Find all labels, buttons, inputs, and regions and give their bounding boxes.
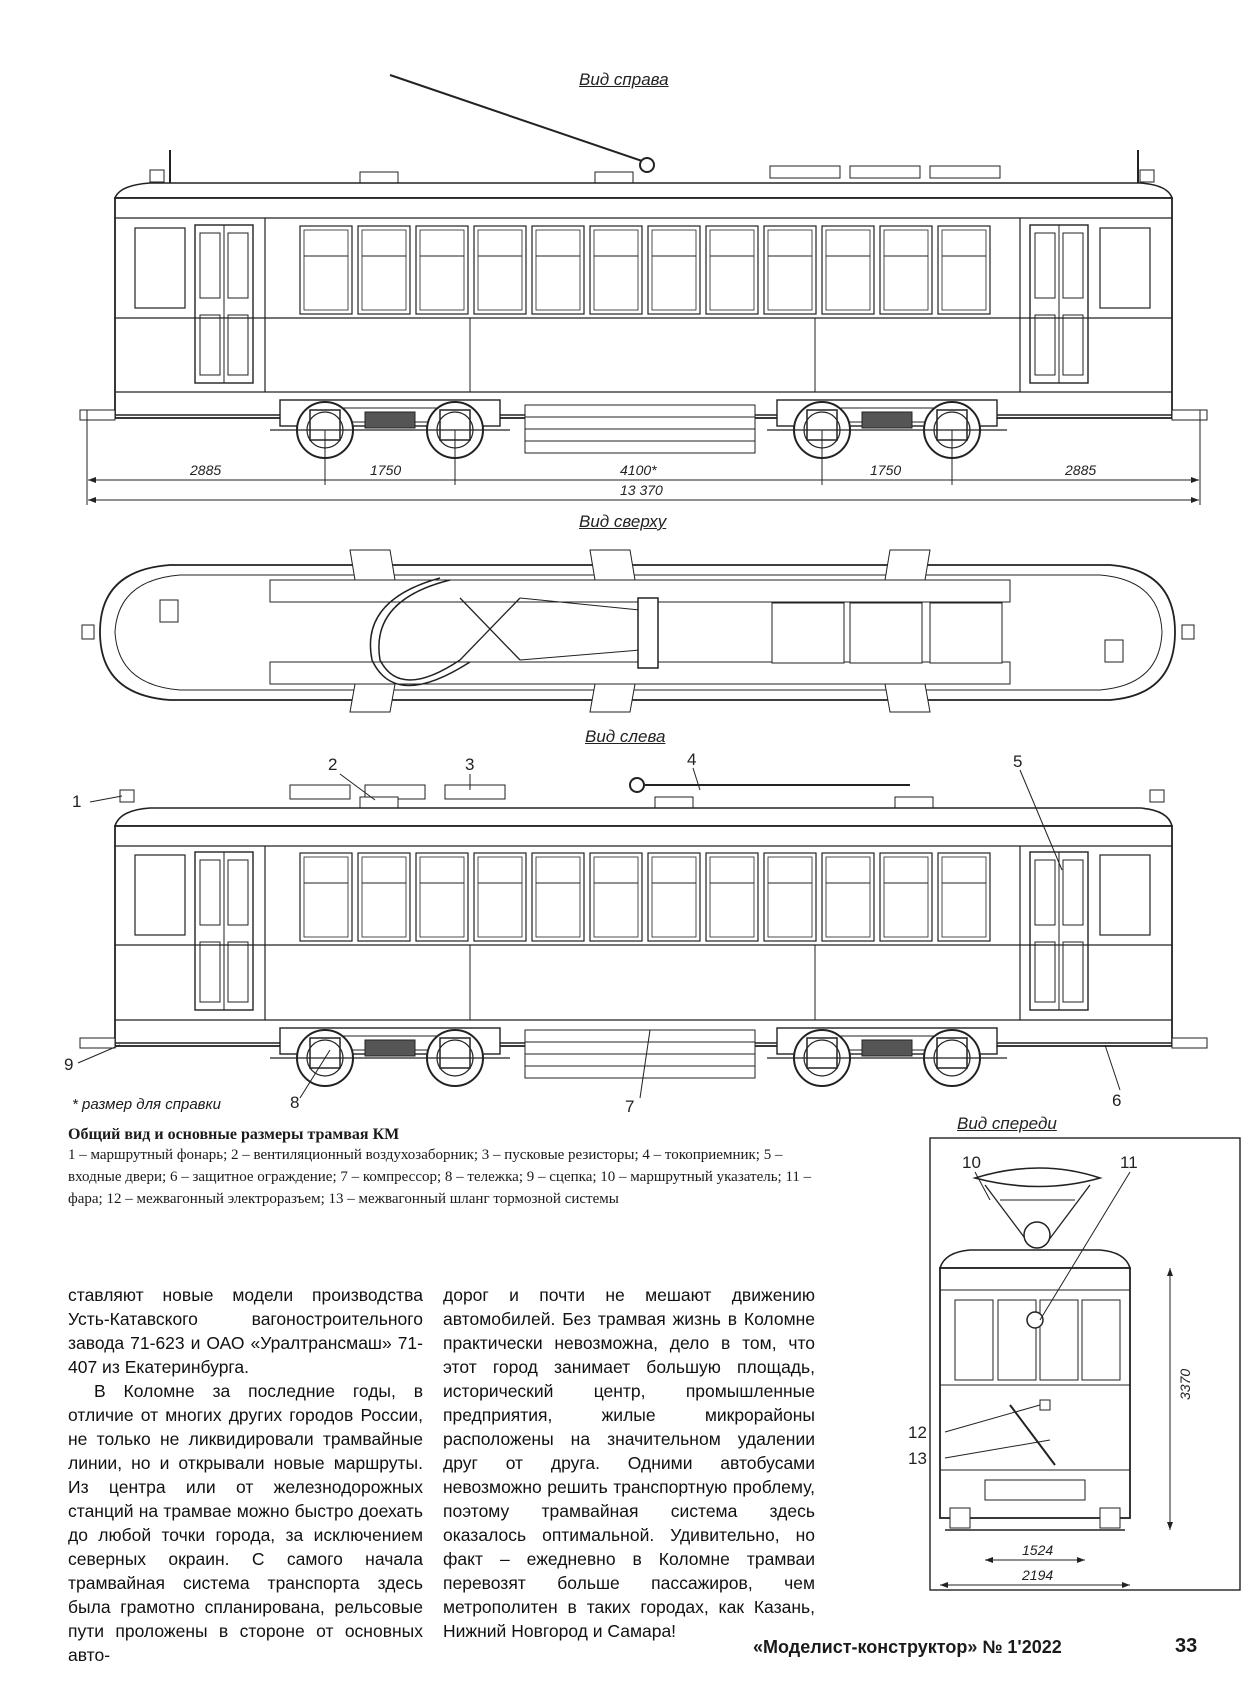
top-view xyxy=(81,549,1195,713)
col1-paragraph-2: В Коломне за последние годы, в отличие о… xyxy=(68,1381,423,1665)
callout-7: 7 xyxy=(625,1097,634,1116)
article-column-1: ставляют новые модели производства Усть-… xyxy=(68,1283,423,1667)
figure-caption: Общий вид и основные размеры трамвая КМ … xyxy=(68,1126,828,1210)
callout-13: 13 xyxy=(908,1449,927,1468)
dim-end-left: 2885 xyxy=(189,462,221,478)
col2-paragraph-1: дорог и почти не мешают движению автомоб… xyxy=(443,1285,815,1641)
dim-front-gauge: 1524 xyxy=(1022,1542,1053,1558)
footnote: * размер для справки xyxy=(72,1096,221,1113)
callout-12: 12 xyxy=(908,1423,927,1442)
callout-3: 3 xyxy=(465,755,474,774)
callout-2: 2 xyxy=(328,755,337,774)
side-view-right xyxy=(79,74,1208,505)
dim-bogie-left: 1750 xyxy=(370,462,401,478)
callout-5: 5 xyxy=(1013,752,1022,771)
dim-front-height: 3370 xyxy=(1177,1369,1193,1400)
callout-1: 1 xyxy=(72,792,81,811)
callout-6: 6 xyxy=(1112,1091,1121,1110)
callout-9: 9 xyxy=(64,1055,73,1074)
view-title-right: Вид справа xyxy=(579,70,669,89)
article-column-2: дорог и почти не мешают движению автомоб… xyxy=(443,1283,815,1643)
caption-title: Общий вид и основные размеры трамвая КМ xyxy=(68,1126,400,1143)
callout-8: 8 xyxy=(290,1093,299,1112)
dim-bogie-right: 1750 xyxy=(870,462,901,478)
view-title-top: Вид сверху xyxy=(579,512,667,531)
col1-paragraph-1: ставляют новые модели производства Усть-… xyxy=(68,1285,423,1377)
callout-4: 4 xyxy=(687,750,696,769)
dim-total: 13 370 xyxy=(620,482,663,498)
page-number: 33 xyxy=(1175,1635,1198,1657)
callout-10: 10 xyxy=(962,1153,981,1172)
footer-journal: «Моделист-конструктор» № 1'2022 xyxy=(753,1637,1062,1657)
dim-front-width: 2194 xyxy=(1021,1567,1053,1583)
view-title-front: Вид спереди xyxy=(957,1114,1057,1133)
callout-11: 11 xyxy=(1120,1153,1138,1172)
dim-end-right: 2885 xyxy=(1064,462,1096,478)
dim-center: 4100* xyxy=(620,462,657,478)
front-view xyxy=(929,1137,1241,1591)
view-title-left: Вид слева xyxy=(585,727,666,746)
side-view-left xyxy=(77,767,1208,1099)
caption-text: 1 – маршрутный фонарь; 2 – вентиляционны… xyxy=(68,1147,812,1207)
